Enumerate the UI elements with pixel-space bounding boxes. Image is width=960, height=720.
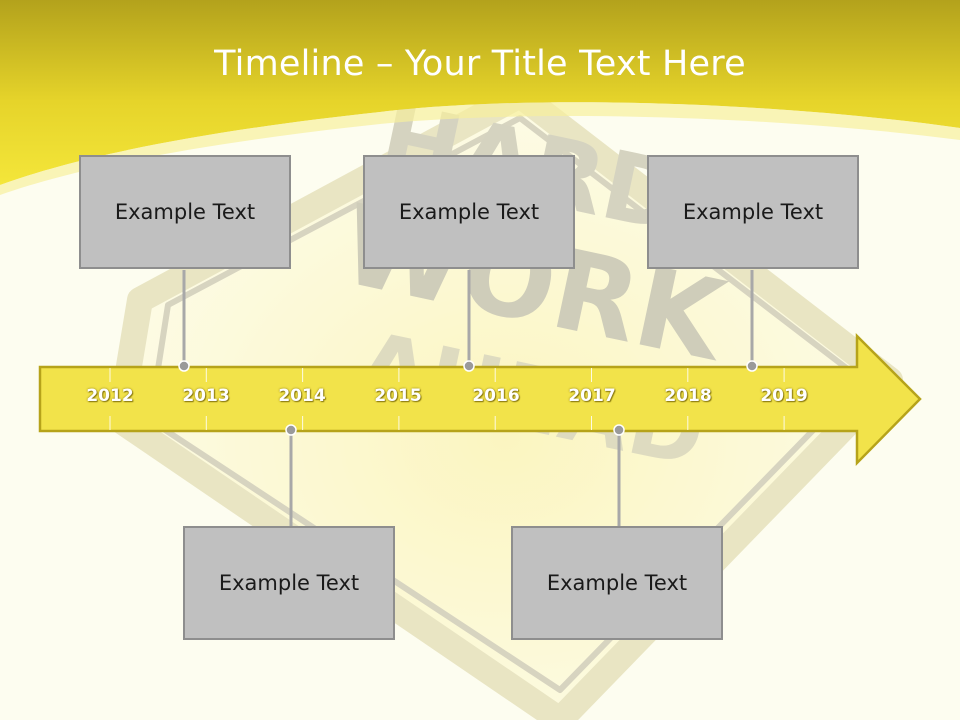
connector-dot (285, 424, 297, 436)
year-label-2017: 2017 (568, 386, 616, 406)
event-box-top-3[interactable]: Example Text (647, 155, 859, 269)
year-label-2019: 2019 (760, 386, 808, 406)
year-label-2016: 2016 (472, 386, 520, 406)
year-label-2018: 2018 (664, 386, 712, 406)
event-box-bottom-1[interactable]: Example Text (183, 526, 395, 640)
year-label-2015: 2015 (374, 386, 422, 406)
connector-dot (613, 424, 625, 436)
event-box-bottom-2[interactable]: Example Text (511, 526, 723, 640)
header-band (0, 0, 960, 185)
year-ticks (109, 368, 785, 430)
year-label-2012: 2012 (86, 386, 134, 406)
connector-dot (463, 360, 475, 372)
event-box-top-1[interactable]: Example Text (79, 155, 291, 269)
year-label-2013: 2013 (182, 386, 230, 406)
connector-dot (178, 360, 190, 372)
year-label-2014: 2014 (278, 386, 326, 406)
timeline-arrow (38, 332, 922, 467)
connector-dots (178, 360, 758, 436)
connectors (182, 270, 754, 526)
connector-dot (746, 360, 758, 372)
slide-title[interactable]: Timeline – Your Title Text Here (214, 44, 746, 84)
event-box-top-2[interactable]: Example Text (363, 155, 575, 269)
